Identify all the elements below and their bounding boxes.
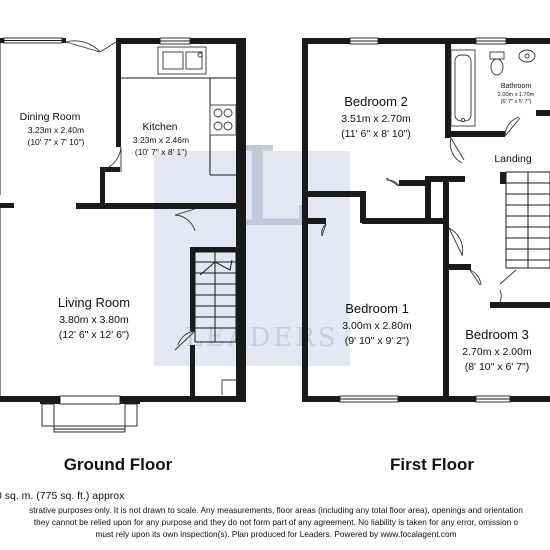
kitchen-metric: 3.23m x 2.46m: [133, 135, 189, 145]
bathroom-name: Bathroom: [501, 83, 532, 90]
bathroom-metric: 2.00m x 1.70m: [498, 92, 535, 98]
disclaimer-line-1: strative purposes only. It is not drawn …: [29, 505, 523, 515]
dining-room-metric: 3.23m x 2.40m: [28, 125, 84, 135]
disclaimer-line-3: must rely upon its own inspection(s). Pl…: [95, 529, 457, 539]
living-room-metric: 3.80m x 3.80m: [59, 314, 129, 326]
ground-floor-labels: Dining Room 3.23m x 2.40m (10' 7" x 7' 1…: [20, 111, 189, 474]
landing-name: Landing: [494, 153, 532, 165]
first-floor-label: First Floor: [390, 455, 474, 474]
bedroom-3-imperial: (8' 10" x 6' 7"): [465, 361, 530, 373]
bedroom-1-metric: 3.00m x 2.80m: [342, 320, 412, 332]
leaders-watermark: L LEADERS: [154, 123, 350, 366]
dining-room-name: Dining Room: [20, 111, 81, 123]
bedroom-3-name: Bedroom 3: [465, 327, 529, 342]
ground-floor-label: Ground Floor: [64, 455, 173, 474]
kitchen-imperial: (10' 7" x 8' 1"): [135, 147, 187, 157]
first-floor-plan: [302, 37, 550, 403]
kitchen-name: Kitchen: [142, 121, 177, 133]
ground-floor-plan: [0, 37, 246, 433]
total-area: 0 sq. m. (775 sq. ft.) approx: [0, 490, 125, 502]
bedroom-2-metric: 3.51m x 2.70m: [341, 113, 411, 125]
watermark-letter: L: [235, 123, 308, 251]
first-floor-stairs: [505, 171, 550, 269]
bathroom-imperial: (6' 7" x 5' 7"): [501, 99, 532, 105]
bedroom-3-metric: 2.70m x 2.00m: [462, 346, 532, 358]
ground-floor-stairs: [194, 251, 237, 343]
bedroom-1-imperial: (9' 10" x 9' 2"): [345, 335, 410, 347]
bedroom-1-name: Bedroom 1: [345, 301, 409, 316]
living-room-name: Living Room: [58, 295, 130, 310]
bedroom-2-name: Bedroom 2: [344, 94, 408, 109]
first-floor-labels: Bedroom 2 3.51m x 2.70m (11' 6" x 8' 10"…: [341, 83, 534, 474]
bedroom-2-imperial: (11' 6" x 8' 10"): [341, 128, 411, 140]
disclaimer-line-2: they cannot be relied upon for any purpo…: [33, 517, 519, 527]
living-room-imperial: (12' 6" x 12' 6"): [59, 329, 129, 341]
dining-room-imperial: (10' 7" x 7' 10"): [27, 137, 84, 147]
